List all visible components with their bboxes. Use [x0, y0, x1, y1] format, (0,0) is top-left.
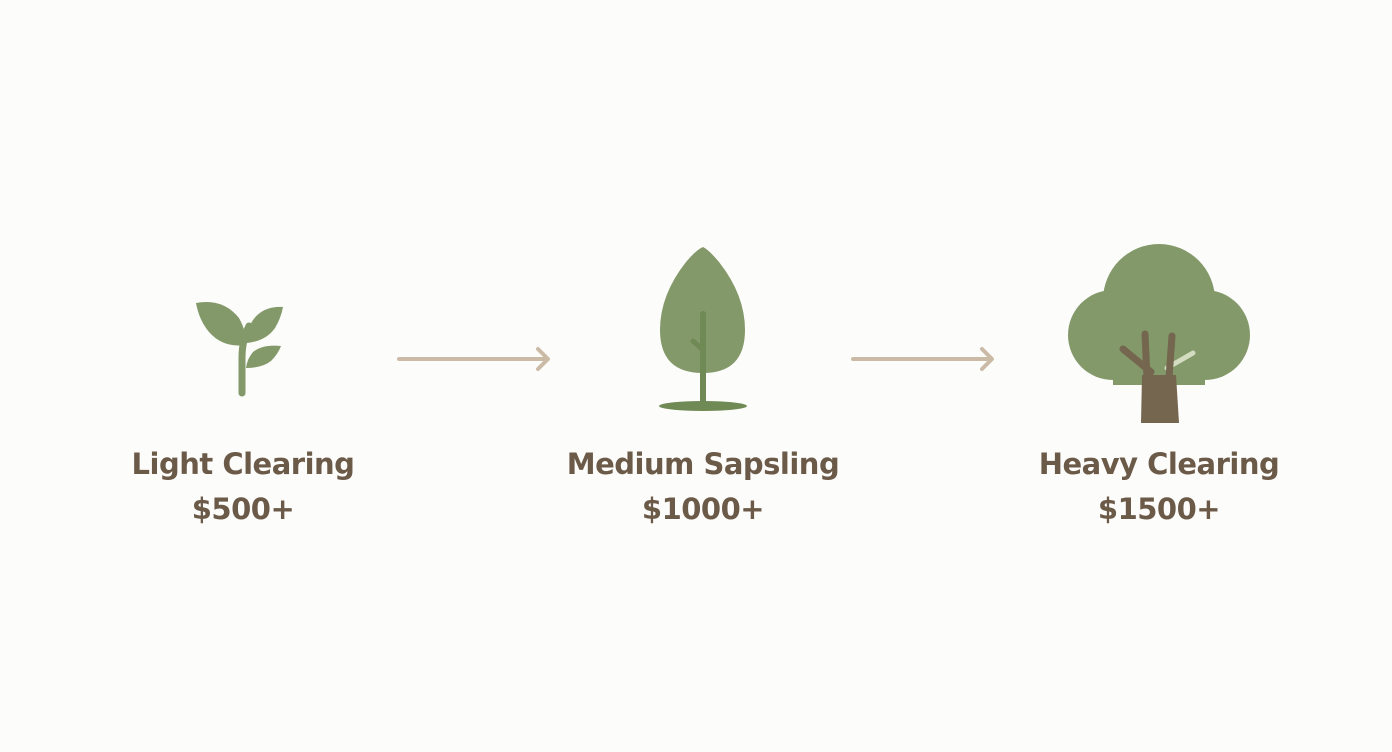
stage-price: $500+: [191, 492, 295, 526]
stage-name: Heavy Clearing: [1038, 447, 1280, 481]
sprout-icon: [196, 302, 283, 397]
stage-medium-sapsling: Medium Sapsling $1000+: [523, 0, 883, 752]
stage-name: Light Clearing: [131, 447, 355, 481]
stage-name: Medium Sapsling: [566, 447, 840, 481]
sapling-tree-icon: [659, 247, 747, 411]
stage-heavy-clearing: Heavy Clearing $1500+: [979, 0, 1339, 752]
stage-price: $1500+: [1097, 492, 1221, 526]
stage-light-clearing: Light Clearing $500+: [63, 0, 423, 752]
arrow-right-icon: [397, 347, 550, 371]
arrow-right-icon: [851, 347, 994, 371]
stage-price: $1000+: [641, 492, 765, 526]
large-tree-icon: [1068, 244, 1250, 423]
